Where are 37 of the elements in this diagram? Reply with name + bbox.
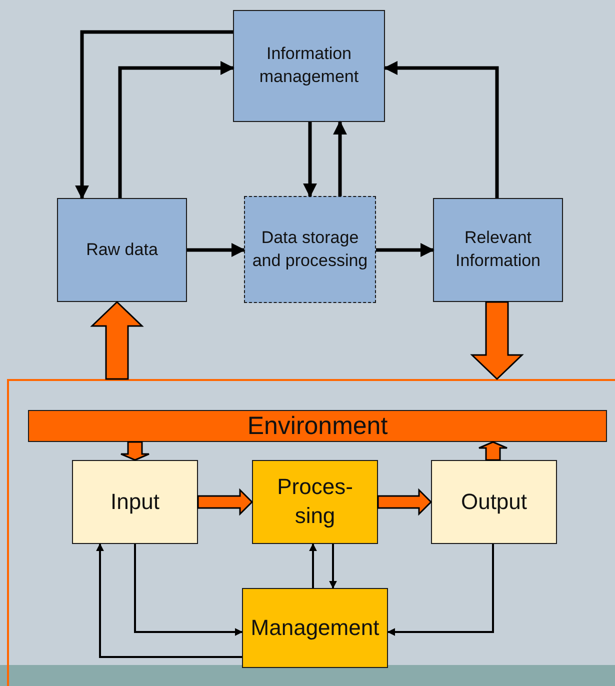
process-box [244,196,376,303]
block-arrow [197,488,254,516]
arrow [303,122,317,198]
process-box [252,460,378,544]
arrow [329,544,337,589]
arrow [376,243,434,257]
node-label: Raw data [85,238,159,261]
block-arrow [90,300,144,380]
process-box [431,460,557,544]
node-label: Environment [246,412,389,440]
process-box [433,198,563,302]
arrow [333,120,347,196]
node-label: Proces- sing [276,473,354,530]
block-arrow [120,441,150,461]
block-arrow [377,488,432,516]
arrow [134,544,243,636]
block-arrow [478,441,508,461]
arrow [118,61,234,198]
arrow [75,30,233,200]
node-label: Data storage and processing [251,226,369,272]
arrow [387,544,494,636]
arrow [187,243,246,257]
system-panel [7,379,615,686]
environment-bar [28,410,607,442]
process-box [57,198,187,302]
arrow [96,543,242,658]
process-box [72,460,198,544]
node-label: Output [460,488,528,516]
node-label: Management [250,614,380,642]
block-arrow [470,301,524,380]
node-label: Input [110,488,160,516]
node-label: Relevant Information [454,227,542,272]
process-box [242,588,388,668]
node-label: Information management [258,43,360,88]
process-box [233,10,385,122]
arrow [309,543,317,588]
arrow [384,61,499,198]
